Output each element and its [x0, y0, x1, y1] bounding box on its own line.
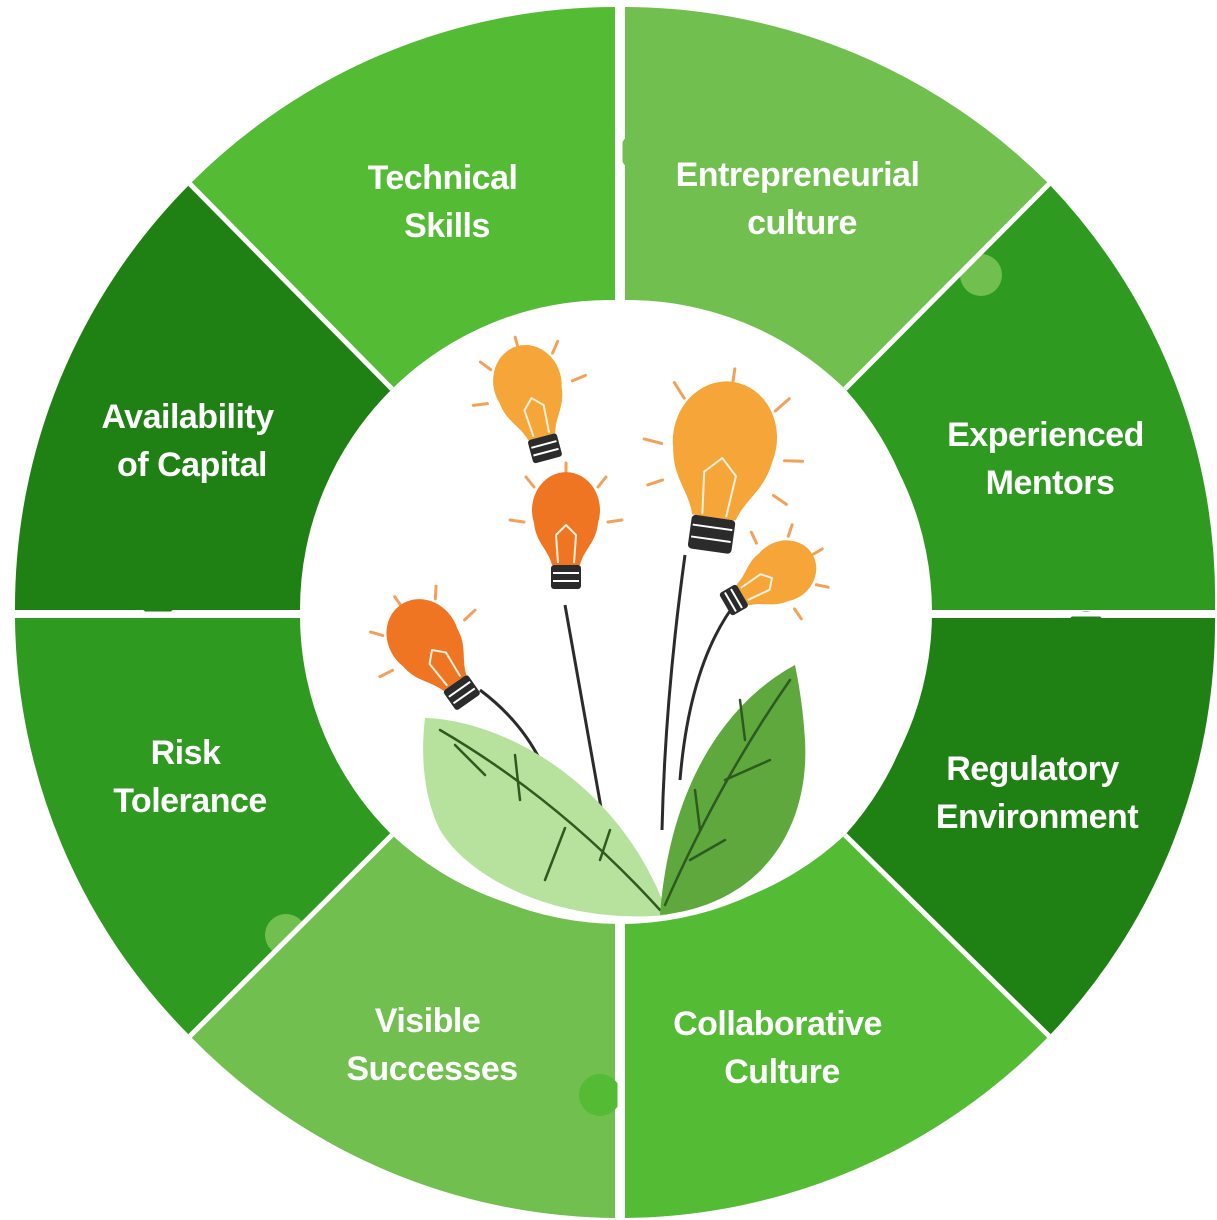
knob-visible-into-risk: [265, 914, 307, 956]
segment-dividers: [12, 5, 1217, 1220]
segment-risk-tolerance: [15, 618, 392, 1036]
segment-availability-of-capital: [14, 184, 392, 610]
knob-entrepreneurial-into-technical: [620, 131, 662, 173]
bulb-small-right: [719, 523, 830, 621]
segment-experienced-mentors: [845, 184, 1216, 610]
knob-entrepreneurial-into-mentors: [960, 254, 1002, 296]
knob-regulatory-into-mentors: [1065, 611, 1107, 653]
label-risk-tolerance: Risk Tolerance: [113, 734, 267, 820]
knob-collaborative-into-regulatory: [917, 934, 959, 976]
label-collaborative-culture: Collaborative Culture: [673, 1005, 891, 1091]
segment-regulatory-environment: [845, 618, 1216, 1036]
label-experienced-mentors: Experienced Mentors: [947, 416, 1153, 502]
dark-leaf: [660, 665, 806, 915]
knob-capital-into-risk: [137, 574, 179, 616]
ring-segments: [14, 7, 1216, 1218]
label-visible-successes: Visible Successes: [346, 1002, 517, 1088]
label-regulatory-environment: Regulatory Environment: [936, 750, 1138, 836]
label-availability-of-capital: Availability of Capital: [101, 398, 282, 484]
puzzle-knobs: [137, 131, 1107, 1116]
segment-collaborative-culture: [625, 835, 1049, 1218]
bulb-large: [642, 367, 805, 554]
segment-entrepreneurial-culture: [625, 7, 1049, 389]
label-technical-skills: Technical Skills: [368, 159, 527, 245]
label-entrepreneurial-culture: Entrepreneurial culture: [676, 156, 929, 242]
segment-technical-skills: [190, 7, 615, 389]
bulb-top-small: [471, 335, 587, 464]
bulb-middle: [508, 461, 624, 589]
segment-labels: Technical Skills Entrepreneurial culture…: [101, 156, 1153, 1091]
knob-collaborative-into-visible: [579, 1074, 621, 1116]
knob-technical-into-capital: [292, 261, 334, 303]
light-leaf: [423, 718, 668, 917]
bulb-left: [369, 584, 480, 710]
lightbulbs-with-leaves-icon: [369, 335, 830, 917]
